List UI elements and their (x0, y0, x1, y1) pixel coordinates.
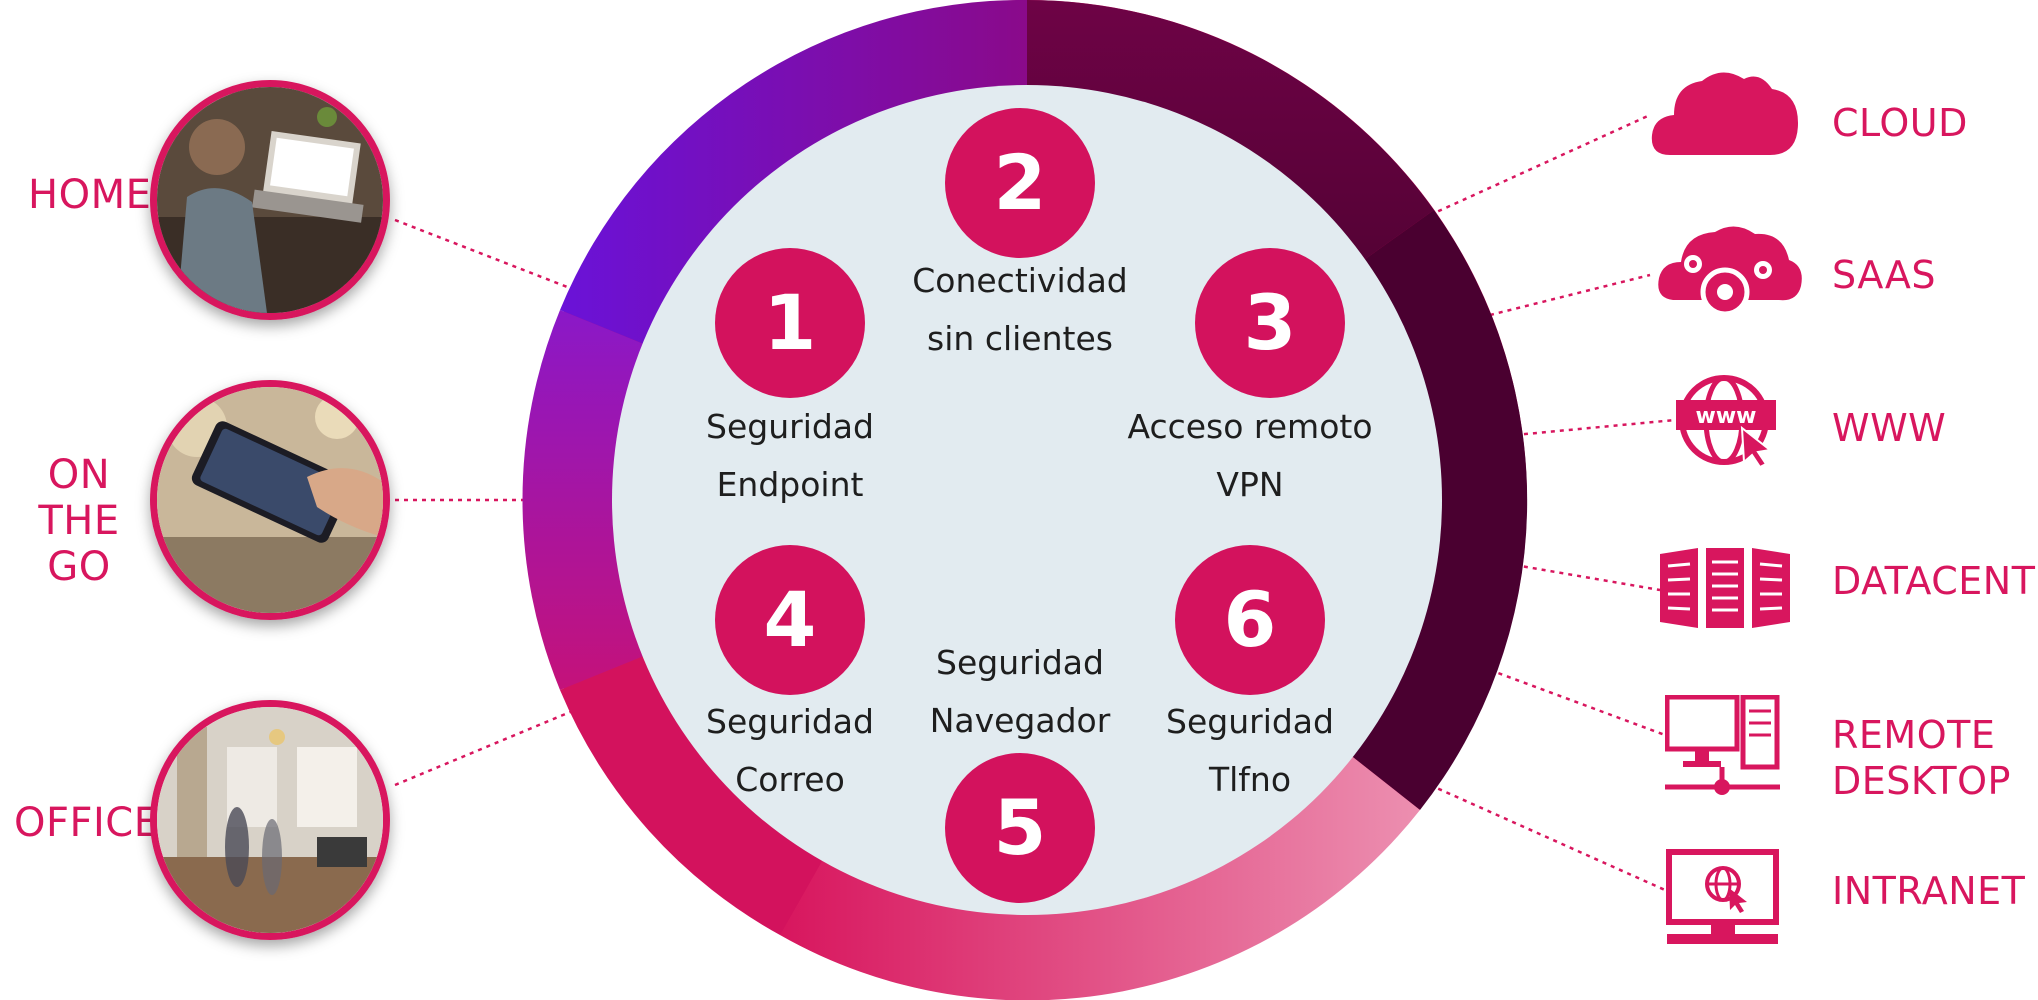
cloud-icon (1651, 72, 1798, 155)
label-cloud: CLOUD (1832, 101, 1968, 145)
office-photo (150, 700, 390, 940)
saas-icon (1658, 226, 1802, 317)
label-datacenter: DATACENTER (1832, 559, 2038, 603)
label-home: HOME (28, 172, 152, 218)
feature-5-number: 5 (945, 753, 1095, 903)
label-remote-desktop: REMOTE DESKTOP (1832, 713, 2011, 803)
label-on-the-go: ON THE GO (38, 452, 120, 590)
label-www: WWW (1832, 406, 1947, 450)
label-office: OFFICE (14, 800, 160, 846)
feature-2-label: Conectividad sin clientes (912, 261, 1128, 358)
feature-4-label: Seguridad Correo (706, 702, 874, 799)
remote-desktop-icon (1665, 695, 1780, 795)
feature-4-number: 4 (715, 545, 865, 695)
www-icon-text: www (1696, 404, 1757, 429)
feature-6-label: Seguridad Tlfno (1166, 702, 1334, 799)
home-photo (150, 80, 390, 320)
feature-1-number: 1 (715, 248, 865, 398)
feature-3-label: Acceso remoto VPN (1127, 407, 1373, 504)
feature-6-number: 6 (1175, 545, 1325, 695)
on-the-go-photo (150, 380, 390, 620)
label-intranet: INTRANET (1832, 869, 2026, 913)
label-saas: SAAS (1832, 253, 1936, 297)
intranet-icon (1666, 849, 1779, 944)
feature-2-number: 2 (945, 108, 1095, 258)
feature-3-number: 3 (1195, 248, 1345, 398)
connector-lines (394, 113, 1676, 892)
feature-1-label: Seguridad Endpoint (706, 407, 874, 504)
datacenter-icon (1660, 548, 1790, 628)
www-icon: www (1676, 375, 1776, 467)
feature-5-label: Seguridad Navegador (929, 643, 1111, 740)
